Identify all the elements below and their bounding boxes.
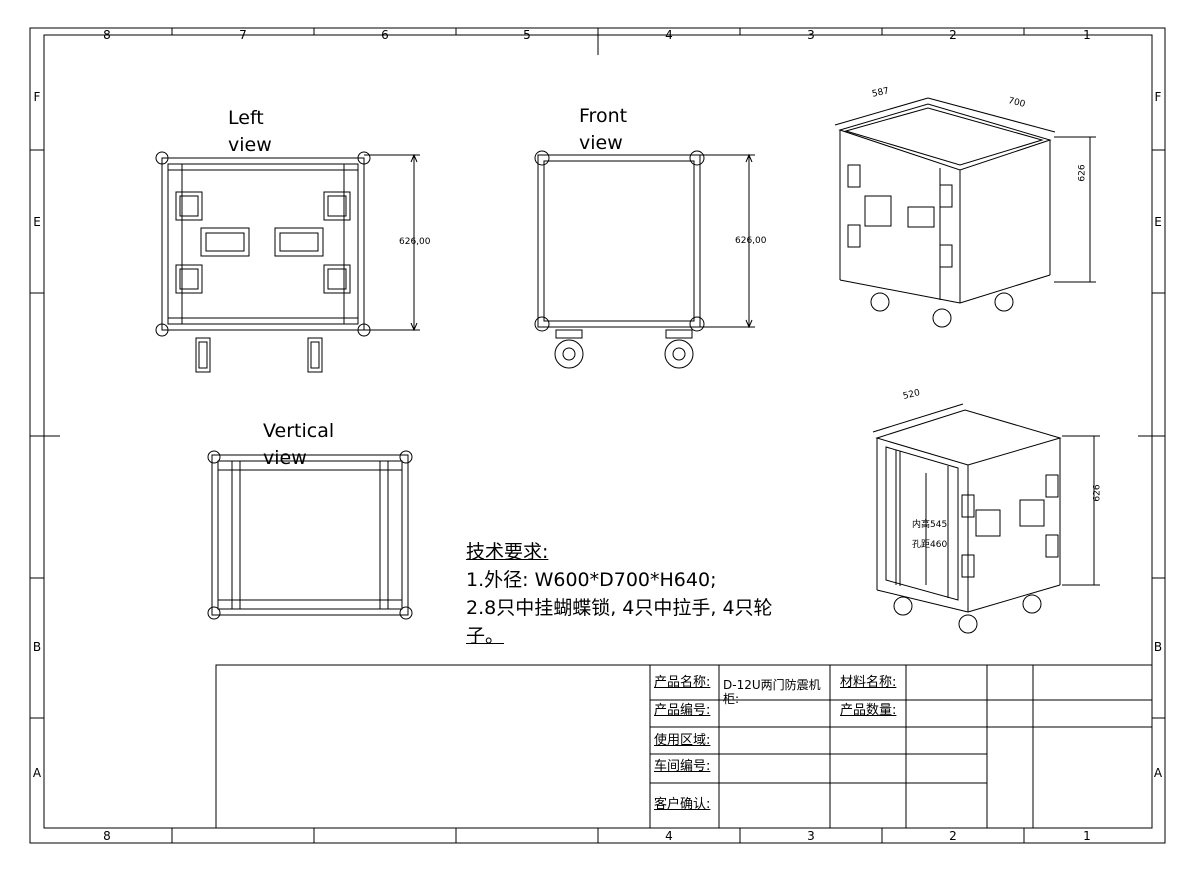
zone-top-3: 3: [807, 28, 815, 42]
zone-left-B: B: [32, 640, 42, 654]
isometric-view-closed: [834, 97, 1096, 328]
left-view-label: Left view: [228, 107, 272, 156]
customer-confirm-label: 客户确认:: [654, 797, 711, 812]
iso2-height-dim: 626: [1092, 484, 1103, 502]
zone-bottom-4: 4: [665, 829, 673, 843]
zone-top-2: 2: [949, 28, 957, 42]
zone-left-F: F: [33, 90, 41, 104]
requirements-line-1: 1.外径: W600*D700*H640;: [466, 569, 717, 591]
front-view-drawing: [534, 150, 755, 369]
front-view-height-dim: 626,00: [735, 236, 767, 246]
isometric-view-open: [872, 403, 1100, 634]
zone-left-E: E: [33, 215, 41, 229]
requirements-title: 技术要求:: [466, 541, 549, 563]
vertical-view-label: Vertical view: [263, 420, 335, 469]
zone-top-8: 8: [103, 28, 111, 42]
inner-height-dim: 内高545: [912, 520, 948, 530]
technical-requirements: 技术要求: 1.外径: W600*D700*H640; 2.8只中挂蝴蝶锁, 4…: [466, 538, 866, 650]
zone-bottom-2: 2: [949, 829, 957, 843]
zone-top-1: 1: [1083, 28, 1091, 42]
title-block-grid: [215, 664, 1153, 829]
zone-right-F: F: [1154, 90, 1162, 104]
zone-right-E: E: [1154, 215, 1162, 229]
product-code-label: 产品编号:: [654, 703, 711, 718]
zone-left-A: A: [32, 766, 42, 780]
requirements-line-3: 子。: [466, 625, 505, 647]
zone-top-4: 4: [665, 28, 673, 42]
zone-bottom-1: 1: [1083, 829, 1091, 843]
vertical-view-drawing: [207, 450, 413, 620]
product-name-label: 产品名称:: [654, 675, 711, 690]
usage-area-label: 使用区域:: [654, 733, 711, 748]
workshop-code-label: 车间编号:: [654, 759, 711, 774]
requirements-line-2: 2.8只中挂蝴蝶锁, 4只中拉手, 4只轮: [466, 597, 773, 619]
hole-spacing-dim: 孔距460: [912, 540, 948, 550]
material-name-label: 材料名称:: [840, 675, 897, 690]
product-name-value: D-12U两门防震机柜:: [723, 678, 821, 706]
zone-bottom-8: 8: [103, 829, 111, 843]
zone-right-A: A: [1153, 766, 1163, 780]
zone-top-6: 6: [381, 28, 389, 42]
left-view-height-dim: 626,00: [399, 237, 431, 247]
zone-bottom-3: 3: [807, 829, 815, 843]
front-view-label: Front view: [579, 105, 628, 154]
iso1-height-dim: 626: [1077, 164, 1088, 182]
zone-right-B: B: [1153, 640, 1163, 654]
zone-top-5: 5: [523, 28, 531, 42]
product-qty-label: 产品数量:: [840, 703, 897, 718]
left-view-drawing: [155, 151, 420, 373]
zone-top-7: 7: [239, 28, 247, 42]
